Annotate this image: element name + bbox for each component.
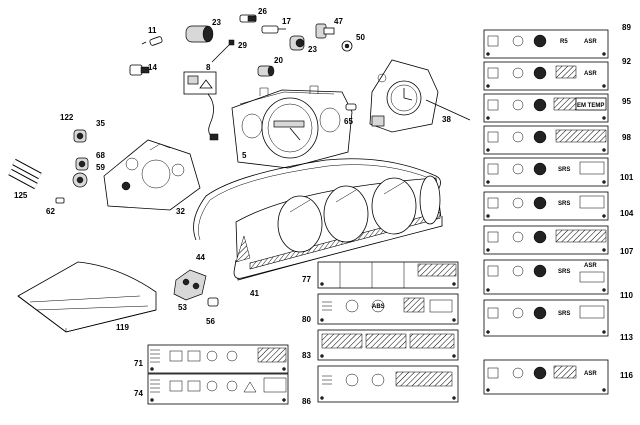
strip-92: ASR [483,61,609,91]
strip-86 [317,365,459,403]
switch-8 [183,71,219,141]
callout-71: 71 [134,359,143,368]
cluster-5 [231,85,353,169]
bulb-65 [345,103,357,111]
callout-89: 89 [622,23,631,32]
strip-89-r5-label: R5 [560,39,568,45]
strip-104: SRS [483,191,609,221]
strip-113: SRS [483,299,609,337]
socket-14 [129,64,150,76]
callout-68: 68 [96,151,105,160]
callout-122: 122 [60,113,74,122]
callout-107: 107 [620,247,634,256]
callout-98: 98 [622,133,631,142]
strip-104-srs-label: SRS [558,201,570,207]
callout-53: 53 [178,303,187,312]
strip-80: ABS [317,293,459,325]
bulb-56 [207,297,219,307]
strip-116: ASR [483,359,609,395]
callout-14: 14 [148,63,157,72]
strip-113-srs-label: SRS [558,311,570,317]
strip-101-srs-label: SRS [558,167,570,173]
callout-44: 44 [196,253,205,262]
callout-95: 95 [622,97,631,106]
callout-80: 80 [302,315,311,324]
callout-119: 119 [116,323,129,332]
hose-125 [8,158,42,190]
callout-41: 41 [250,289,259,298]
callout-50: 50 [356,33,365,42]
clock-38 [369,59,471,133]
callout-29: 29 [238,41,247,50]
callout-116: 116 [620,371,633,380]
callout-56: 56 [206,317,215,326]
connector-53 [173,269,207,301]
strip-95: EM TEMP [483,93,609,123]
knob-23b [289,35,305,51]
callout-77: 77 [302,275,311,284]
callout-59: 59 [96,163,105,172]
knob-59 [72,172,88,188]
bulb-11 [141,36,163,46]
callout-17: 17 [282,17,291,26]
strip-83 [317,329,459,361]
bulb-62 [55,197,65,204]
bulb-17 [261,25,286,34]
socket-26 [239,14,257,23]
strip-77 [317,261,459,289]
strip-89-asr-label: ASR [584,39,597,45]
callout-23b: 23 [308,45,317,54]
callout-23a: 23 [212,18,221,27]
strip-95-emtemp-label: EM TEMP [577,103,604,109]
callout-74: 74 [134,389,143,398]
callout-11: 11 [148,26,157,35]
callout-26: 26 [258,7,267,16]
strip-92-asr-label: ASR [584,71,597,77]
callout-35: 35 [96,119,105,128]
gauge-32 [103,139,201,211]
callout-104: 104 [620,209,634,218]
strip-80-abs-label: ABS [372,304,385,310]
strip-110-asr-label: ASR [584,263,597,269]
knob-23a [185,25,214,43]
shelf-119 [17,261,157,333]
callout-47: 47 [334,17,343,26]
knob-68 [75,157,89,171]
knob-20 [257,65,275,77]
callout-62: 62 [46,207,55,216]
strip-107 [483,225,609,255]
strip-116-asr-label: ASR [584,371,597,377]
screw-47 [315,23,335,39]
callout-110: 110 [620,291,633,300]
trim-44 [193,158,441,241]
strip-110-srs-label: SRS [558,269,570,275]
strip-89: R5 ASR [483,29,609,59]
callout-92: 92 [622,57,631,66]
callout-38: 38 [442,115,451,124]
callout-20: 20 [274,56,283,65]
callout-5: 5 [242,151,247,160]
strip-71 [147,344,289,374]
strip-110: SRS ASR [483,259,609,295]
callout-83: 83 [302,351,311,360]
strip-98 [483,125,609,155]
strip-101: SRS [483,157,609,187]
callout-8: 8 [206,63,211,72]
callout-125: 125 [14,191,28,200]
knob-35 [73,129,87,143]
callout-86: 86 [302,397,311,406]
dash-41 [233,175,443,281]
callout-113: 113 [620,333,633,342]
rod-29 [211,39,235,63]
washer-50 [341,40,353,52]
callout-65: 65 [344,117,353,126]
hose-122 [34,116,74,163]
strip-74 [147,373,289,405]
callout-101: 101 [620,173,634,182]
callout-32: 32 [176,207,185,216]
